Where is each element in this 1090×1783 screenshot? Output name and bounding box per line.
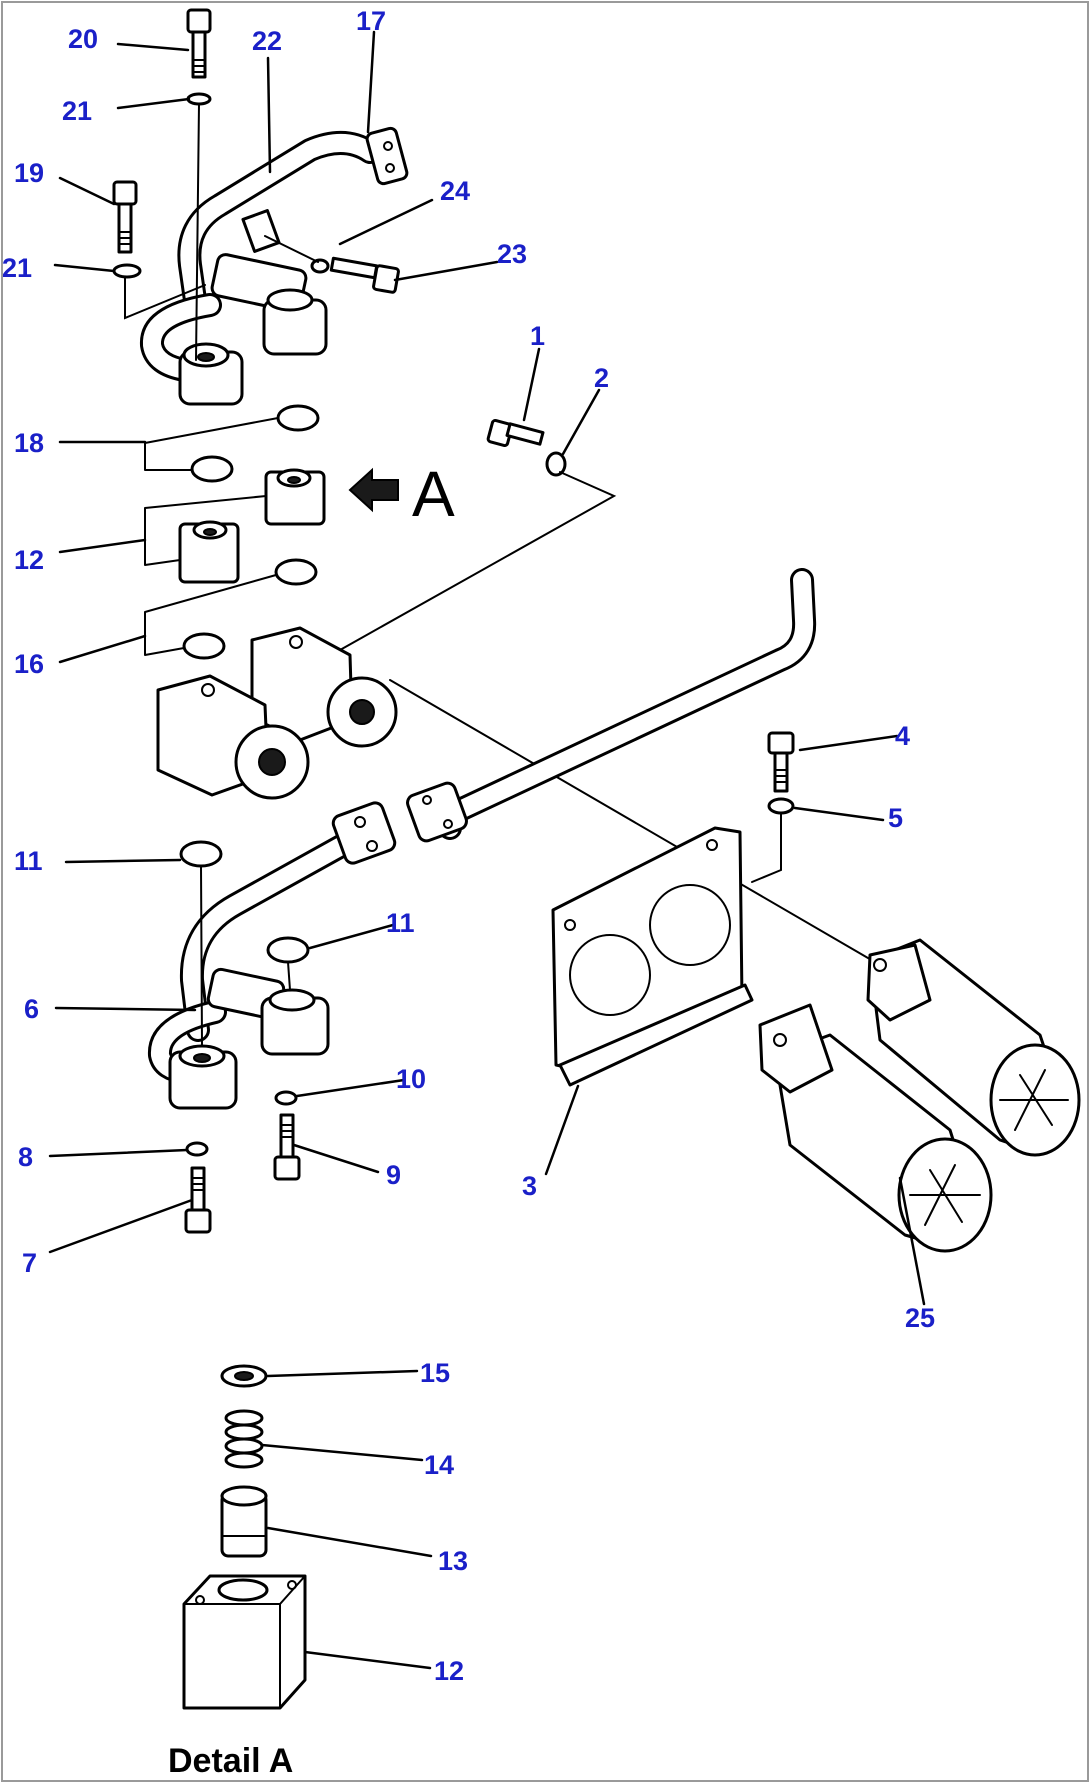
callout-18: 18 [14,428,44,458]
callout-8: 8 [18,1142,33,1172]
bolt-19 [112,180,138,254]
callout-21-lower: 21 [2,253,32,283]
valve-block-12-upper [264,468,326,526]
view-marker-a: A [412,458,455,530]
callout-3: 3 [522,1171,537,1201]
valve-block-12-detail [182,1574,307,1710]
callout-22: 22 [252,26,282,56]
upper-tube-assembly [140,126,409,406]
callout-6: 6 [24,994,39,1024]
o-ring-16-bottom [182,632,226,660]
washer-2 [545,451,567,477]
callout-14: 14 [424,1450,454,1480]
washer-5 [767,797,795,815]
callout-21-top: 21 [62,96,92,126]
o-ring-11-left [179,840,223,868]
leader-lines [48,30,926,1670]
washer-21-lower [112,263,142,279]
washer-8 [185,1141,209,1157]
bolt-20 [186,8,212,79]
o-ring-18-top [276,404,320,432]
callout-19: 19 [14,158,44,188]
o-ring-11-right [266,936,310,964]
washer-21-top [186,92,212,106]
detail-a-caption: Detail A [168,1742,293,1780]
callout-13: 13 [438,1546,468,1576]
bolt-9 [273,1113,301,1181]
plug-13 [220,1485,268,1558]
bracket-plate-3 [551,826,754,1087]
bolt-23 [310,256,400,294]
washer-10 [274,1090,298,1106]
callout-11-left: 11 [14,846,43,876]
callout-20: 20 [68,24,98,54]
callout-16: 16 [14,649,44,679]
valve-block-12-lower [178,520,240,584]
long-pipe [406,568,817,843]
o-ring-16-top [274,558,318,586]
callout-15: 15 [420,1358,450,1388]
bolt-7 [184,1166,212,1234]
spring-14 [224,1409,264,1469]
detail-a-group [182,1364,307,1710]
bolt-1 [486,418,545,448]
callout-5: 5 [888,803,903,833]
tube-clamp-bracket [241,209,281,253]
twin-pump-assembly [156,626,398,800]
bolt-4 [767,731,795,793]
twin-motor-25 [758,938,1081,1253]
callout-12-detail: 12 [434,1656,464,1686]
callout-11-right: 11 [386,908,415,938]
callout-2: 2 [594,363,609,393]
callout-7: 7 [22,1248,37,1278]
callout-10: 10 [396,1064,426,1094]
callout-4: 4 [895,721,910,751]
callout-23: 23 [497,239,527,269]
callout-numbers: 20 21 22 17 19 21 24 23 1 2 18 12 16 4 5… [2,6,935,1686]
tube-flange-top [365,126,409,186]
o-ring-18-bottom [190,455,234,483]
callout-1: 1 [530,321,545,351]
callout-25: 25 [905,1303,935,1333]
callout-17: 17 [356,6,386,36]
callout-9: 9 [386,1160,401,1190]
callout-12-upper: 12 [14,545,44,575]
callout-24: 24 [440,176,470,206]
arrow-right-icon [348,467,399,513]
